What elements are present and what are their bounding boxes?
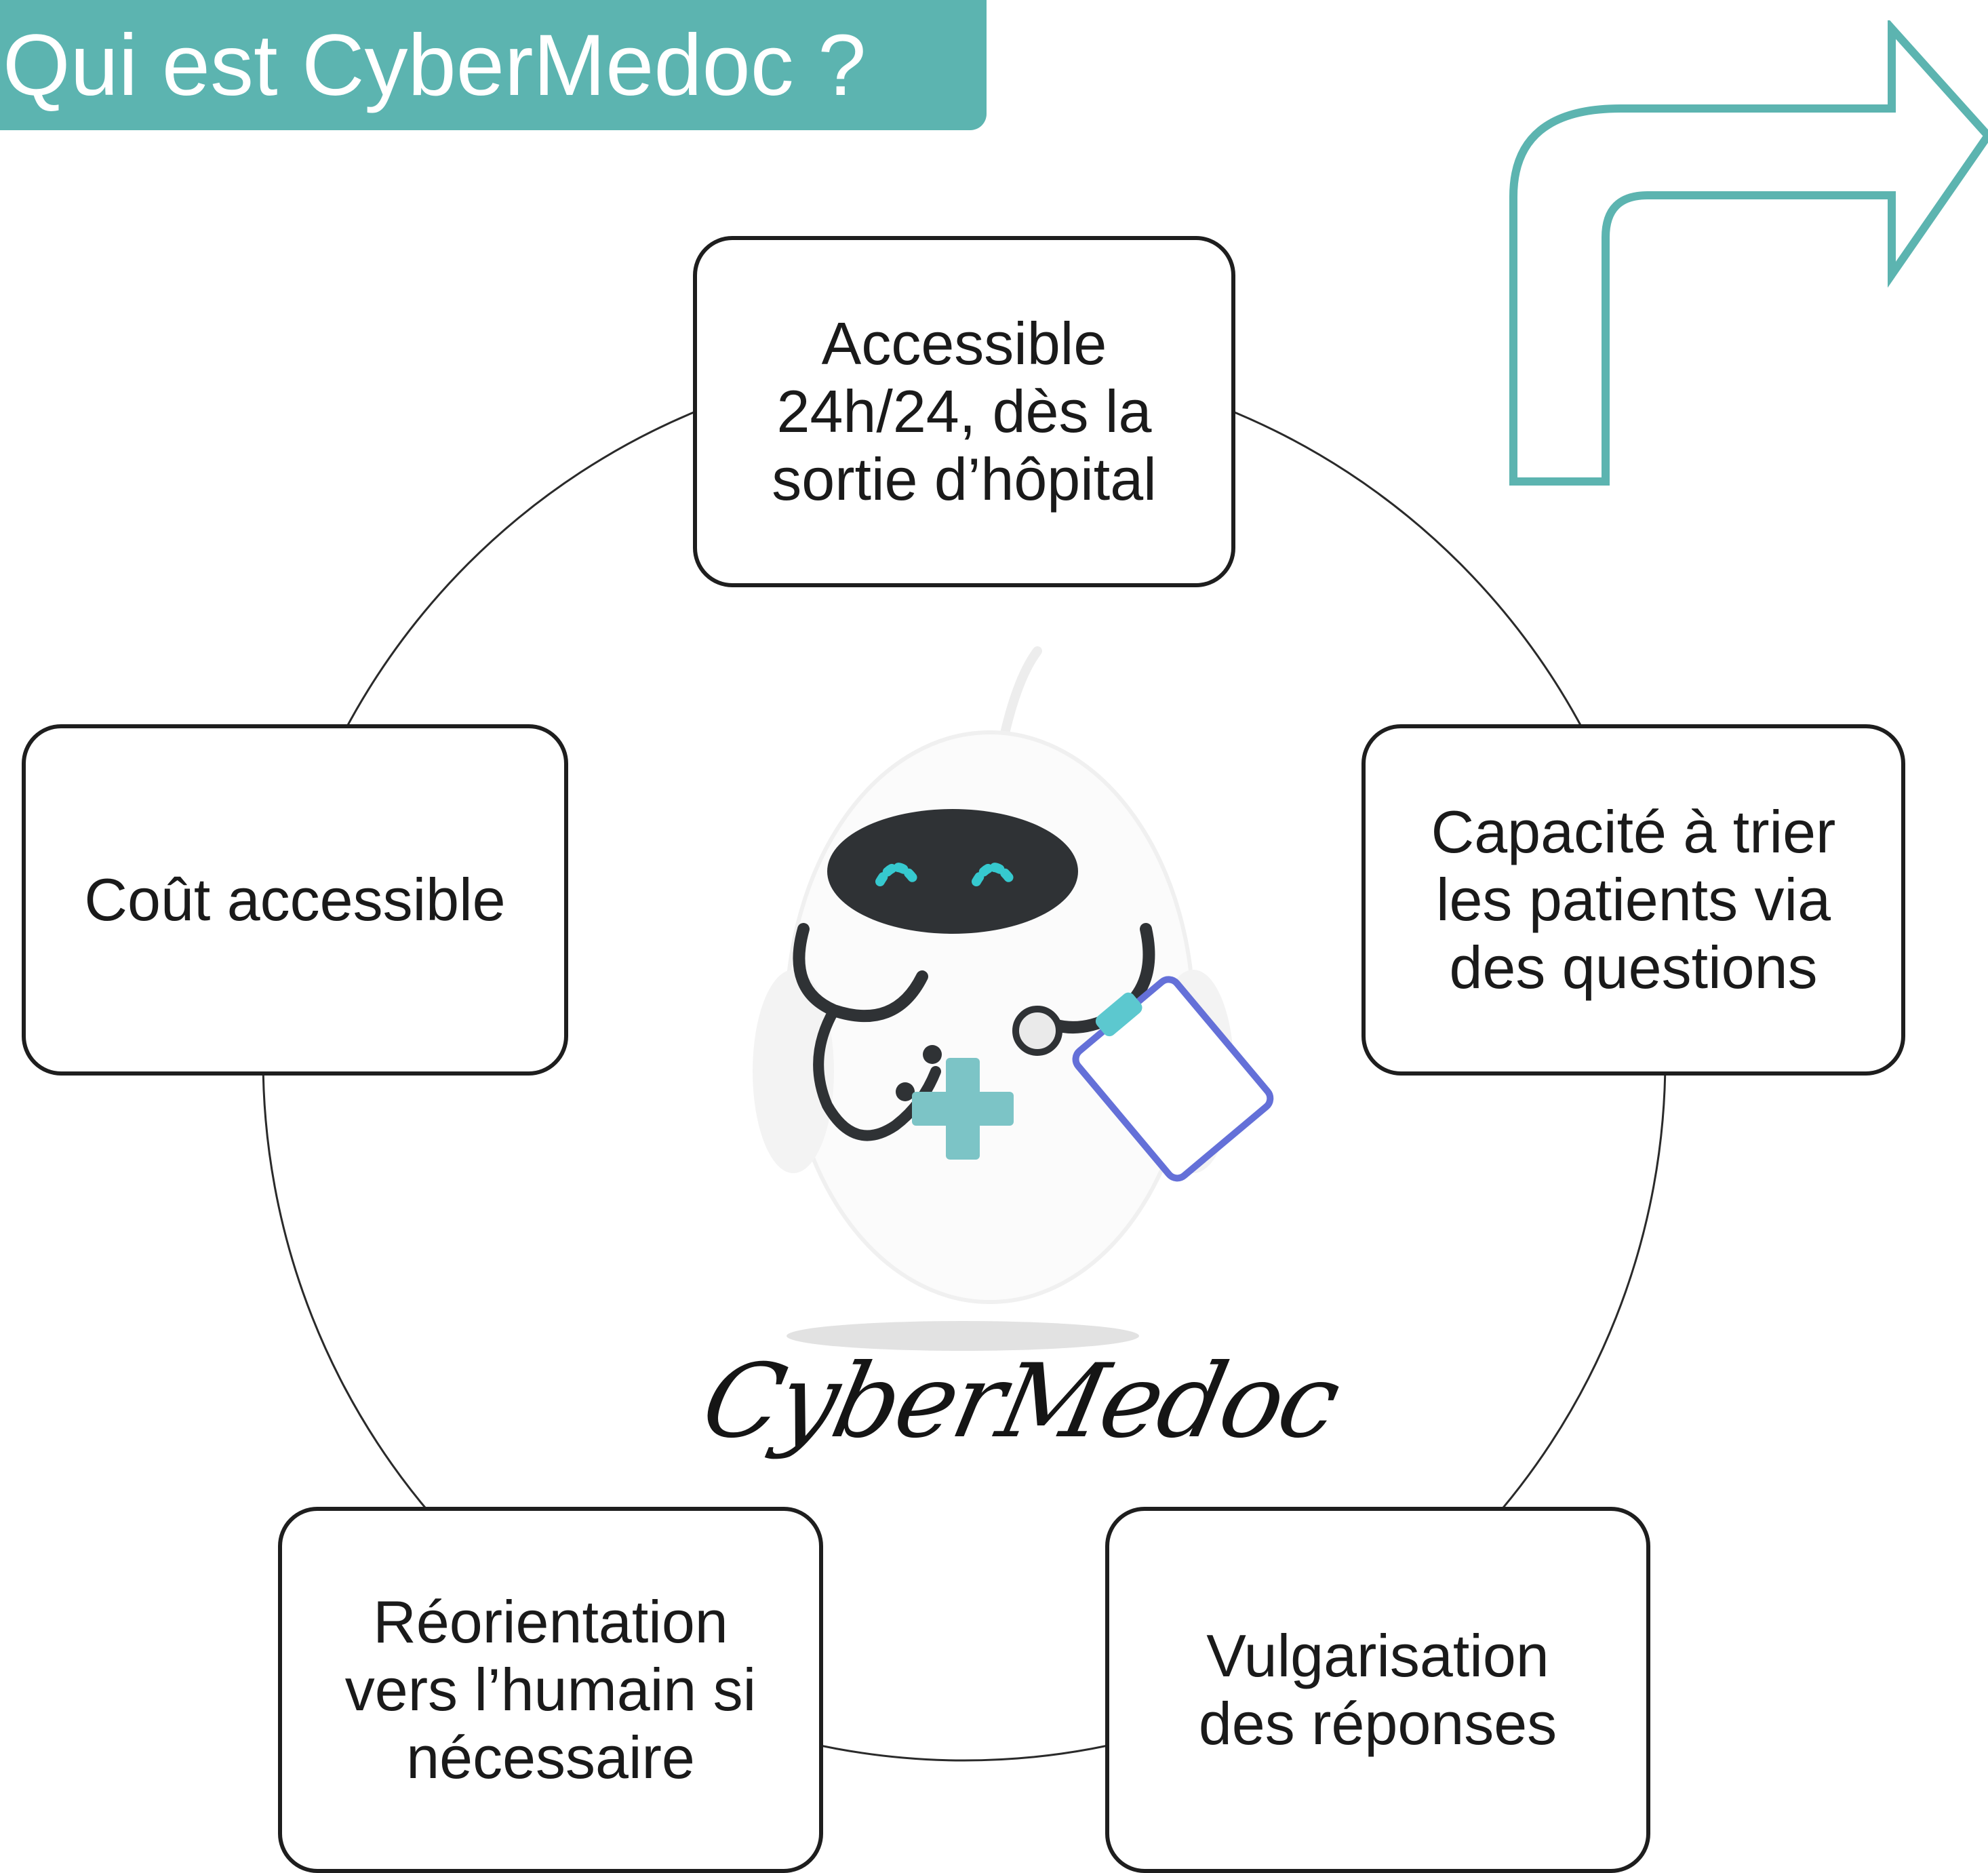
mascot-wordmark: CyberMedoc — [692, 1343, 1348, 1461]
node-label: Accessible 24h/24, dès la sortie d’hôpit… — [772, 310, 1157, 513]
node-top: Accessible 24h/24, dès la sortie d’hôpit… — [693, 236, 1235, 587]
node-label: Capacité à trier les patients via des qu… — [1431, 798, 1836, 1001]
node-bottom-right: Vulgarisation des réponses — [1105, 1507, 1650, 1873]
page-title: Qui est CyberMedoc ? — [3, 16, 867, 114]
node-left: Coût accessible — [22, 724, 568, 1076]
node-label: Vulgarisation des réponses — [1198, 1622, 1557, 1757]
doctor-robot-icon — [753, 646, 1274, 1351]
node-label: Réorientation vers l’humain si nécessair… — [344, 1588, 757, 1791]
node-label: Coût accessible — [84, 866, 506, 933]
turn-right-arrow-icon — [1509, 20, 1988, 486]
title-banner: Qui est CyberMedoc ? — [0, 0, 987, 130]
node-right: Capacité à trier les patients via des qu… — [1361, 724, 1905, 1076]
node-bottom-left: Réorientation vers l’humain si nécessair… — [278, 1507, 823, 1873]
